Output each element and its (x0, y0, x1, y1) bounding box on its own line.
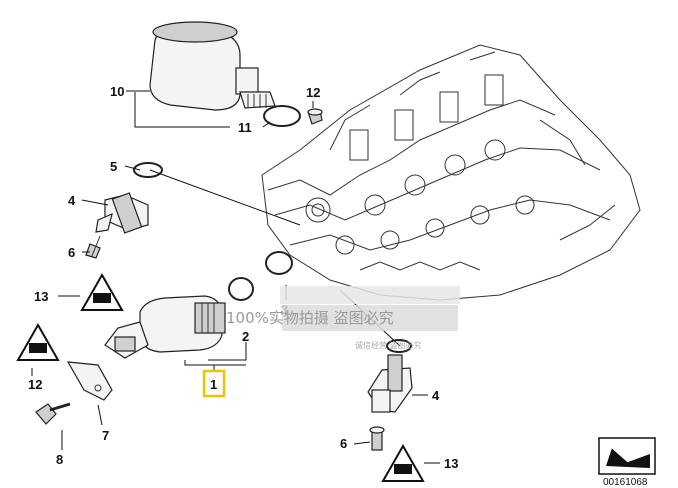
watermark-text: 100%实物拍摄 盗图必究 (226, 309, 394, 327)
vanos-solenoid (104, 295, 226, 359)
callout-13-lower: 13 (444, 456, 458, 471)
warning-triangle-icon (80, 272, 124, 311)
camshaft-sensor-lower (367, 354, 413, 413)
callout-7: 7 (102, 428, 109, 443)
o-ring-5-lower (386, 339, 412, 353)
callout-1-highlight (202, 369, 226, 398)
catalog-code: 00161068 (603, 477, 648, 488)
bolt-6-lower (369, 426, 385, 451)
arrow-sign-icon (598, 437, 656, 475)
callout-5-top: 5 (110, 159, 117, 174)
watermark-small-text: 诚信经营 盗图必究 (355, 340, 422, 350)
callout-4-lower: 4 (432, 388, 440, 403)
callout-12: 12 (28, 377, 42, 392)
bracket-7 (66, 361, 113, 401)
clamp-ring (263, 105, 301, 127)
bolt-11 (307, 108, 323, 125)
cylinder-head (261, 44, 641, 301)
callout-2: 2 (242, 329, 249, 344)
callout-4-top: 4 (68, 193, 76, 208)
watermark: 100%实物拍摄 盗图必究 诚信经营 盗图必究 (226, 286, 460, 350)
camshaft-sensor-upper (95, 192, 149, 234)
bolt-6-top (85, 235, 101, 259)
callout-1: 1 (210, 377, 217, 392)
callout-6-top: 6 (68, 245, 75, 260)
callout-8: 8 (56, 452, 63, 467)
callout-6-lower: 6 (340, 436, 347, 451)
o-ring-lower (265, 251, 293, 275)
o-ring-upper (228, 277, 254, 301)
callout-13-top: 13 (34, 289, 48, 304)
callout-9: 10 (110, 84, 124, 99)
bolt-8 (35, 402, 71, 425)
callout-10: 11 (238, 120, 252, 135)
o-ring-5-top (133, 162, 163, 178)
warning-triangle-icon (381, 443, 425, 482)
callout-11: 12 (306, 85, 320, 100)
eccentric-shaft-actuator (149, 21, 276, 111)
warning-triangle-icon (16, 322, 60, 361)
